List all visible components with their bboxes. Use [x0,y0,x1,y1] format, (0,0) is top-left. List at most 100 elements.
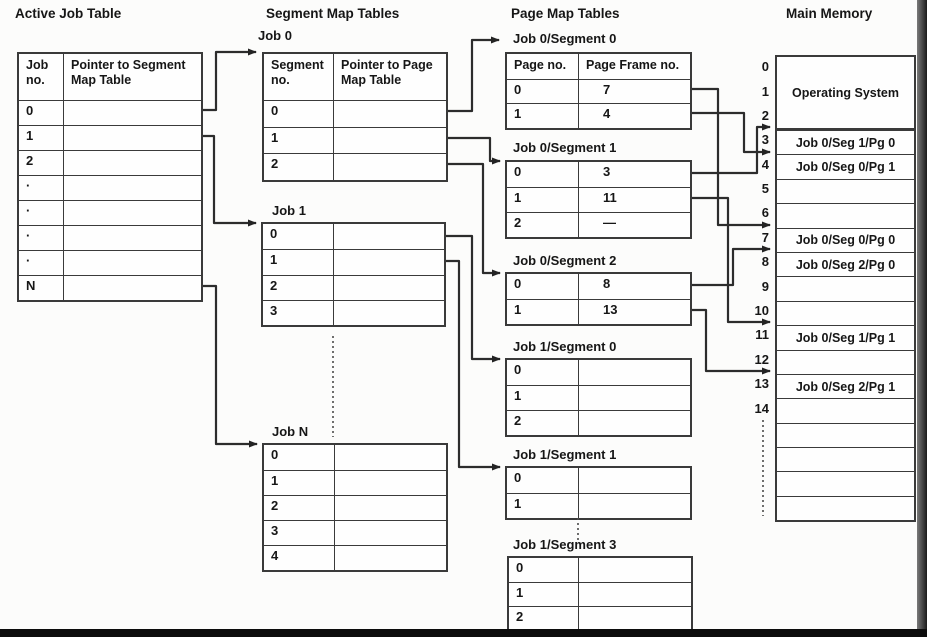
page-table-title-j0s2: Job 0/Segment 2 [513,253,617,268]
row-key-cell: 1 [507,300,579,324]
memory-frame-label: 2 [761,107,769,123]
table-row: N [19,275,201,300]
table-row: 0 [507,360,690,385]
row-key-cell: 4 [264,546,335,570]
row-value-cell [334,224,444,249]
memory-frame-row [777,349,914,374]
column-header: Job no. [19,54,64,100]
row-value-cell [335,471,446,495]
table-row: 3 [264,520,446,545]
row-value-cell [64,276,201,300]
memory-frame-label: 13 [754,376,769,392]
row-value-cell [335,445,446,470]
memory-frame-row [777,203,914,227]
memory-frame-label: 9 [761,278,769,294]
row-key-cell: 0 [509,558,579,582]
row-value-cell [579,386,690,410]
table-row: 2 [509,606,691,630]
memory-frame-row [777,276,914,300]
connector-smt0-row1-to-pmt-j0s1 [448,136,501,165]
table-row: 1 [507,493,690,518]
table-row: 1 [507,385,690,410]
table-row: 2— [507,212,690,237]
table-row: 0 [263,224,444,250]
row-key-cell: 0 [507,274,579,299]
row-key-cell: 1 [509,583,579,606]
memory-frame-label: 10 [754,303,769,318]
row-value-cell: 8 [603,276,611,291]
connector-ajt-row1-to-smt-job1 [203,134,257,227]
row-key-cell: N [19,276,64,300]
scan-border-right [917,0,927,637]
row-key-cell: 1 [264,471,335,495]
row-value-cell: — [603,215,616,230]
row-key-cell: · [19,226,64,250]
row-value-cell [64,201,201,225]
table-row: 1 [264,470,446,495]
row-value-cell [64,226,201,250]
table-header-row: Page no.Page Frame no. [507,54,690,79]
table-row: · [19,175,201,200]
memory-frame-row: Job 0/Seg 0/Pg 0 [777,227,914,252]
row-value-cell [579,468,690,493]
memory-frame-row: Job 0/Seg 1/Pg 1 [777,325,914,349]
row-value-cell [334,128,446,154]
table-row: 0 [509,558,691,582]
page-table-title-j1s0: Job 1/Segment 0 [513,339,617,354]
page-table-title-j1s1: Job 1/Segment 1 [513,447,617,462]
row-key-cell: 1 [19,126,64,150]
table-row: 0 [264,100,446,127]
column-header: Pointer to Segment Map Table [71,58,186,87]
memory-frame-label: 7 [761,229,769,245]
memory-frame-label: 4 [761,156,769,172]
row-value-cell [579,558,691,582]
memory-frame-row [777,471,914,495]
table-row: 2 [263,274,444,300]
table-row: 1 [264,126,446,154]
connector-smt0-row2-to-pmt-j0s2 [448,162,501,277]
memory-frame-row: Job 0/Seg 1/Pg 0 [777,130,914,154]
row-key-cell: 0 [507,80,579,104]
row-key-cell: 1 [264,127,334,154]
memory-frame-row [777,398,914,422]
row-value-cell [334,301,444,325]
row-key-cell: · [19,251,64,275]
memory-frame-label: 1 [761,83,769,99]
row-value-cell: 13 [603,302,618,317]
row-value-cell [335,496,446,520]
table-row: 2 [19,150,201,175]
memory-frame-row: Job 0/Seg 2/Pg 0 [777,251,914,276]
memory-frame-row: Job 0/Seg 0/Pg 1 [777,154,914,178]
segment-table-title-job0: Job 0 [258,28,292,43]
row-value-cell [64,101,201,125]
table-row: 0 [19,100,201,125]
row-value-cell [579,583,691,606]
table-row: 0 [264,445,446,470]
table-row: 2 [507,410,690,435]
table-row: · [19,225,201,250]
page-table-title-j0s0: Job 0/Segment 0 [513,31,617,46]
memory-frame-label: 14 [754,400,769,416]
row-value-cell [579,360,690,385]
section-title-main-memory: Main Memory [786,6,873,21]
table-row: 3 [263,299,444,325]
table-row: 2 [264,153,446,181]
memory-frame-row [777,495,914,520]
table-row: · [19,250,201,275]
row-value-cell [579,411,690,435]
table-row: 0 [507,468,690,493]
row-key-cell: 2 [19,151,64,175]
row-value-cell [579,494,690,518]
